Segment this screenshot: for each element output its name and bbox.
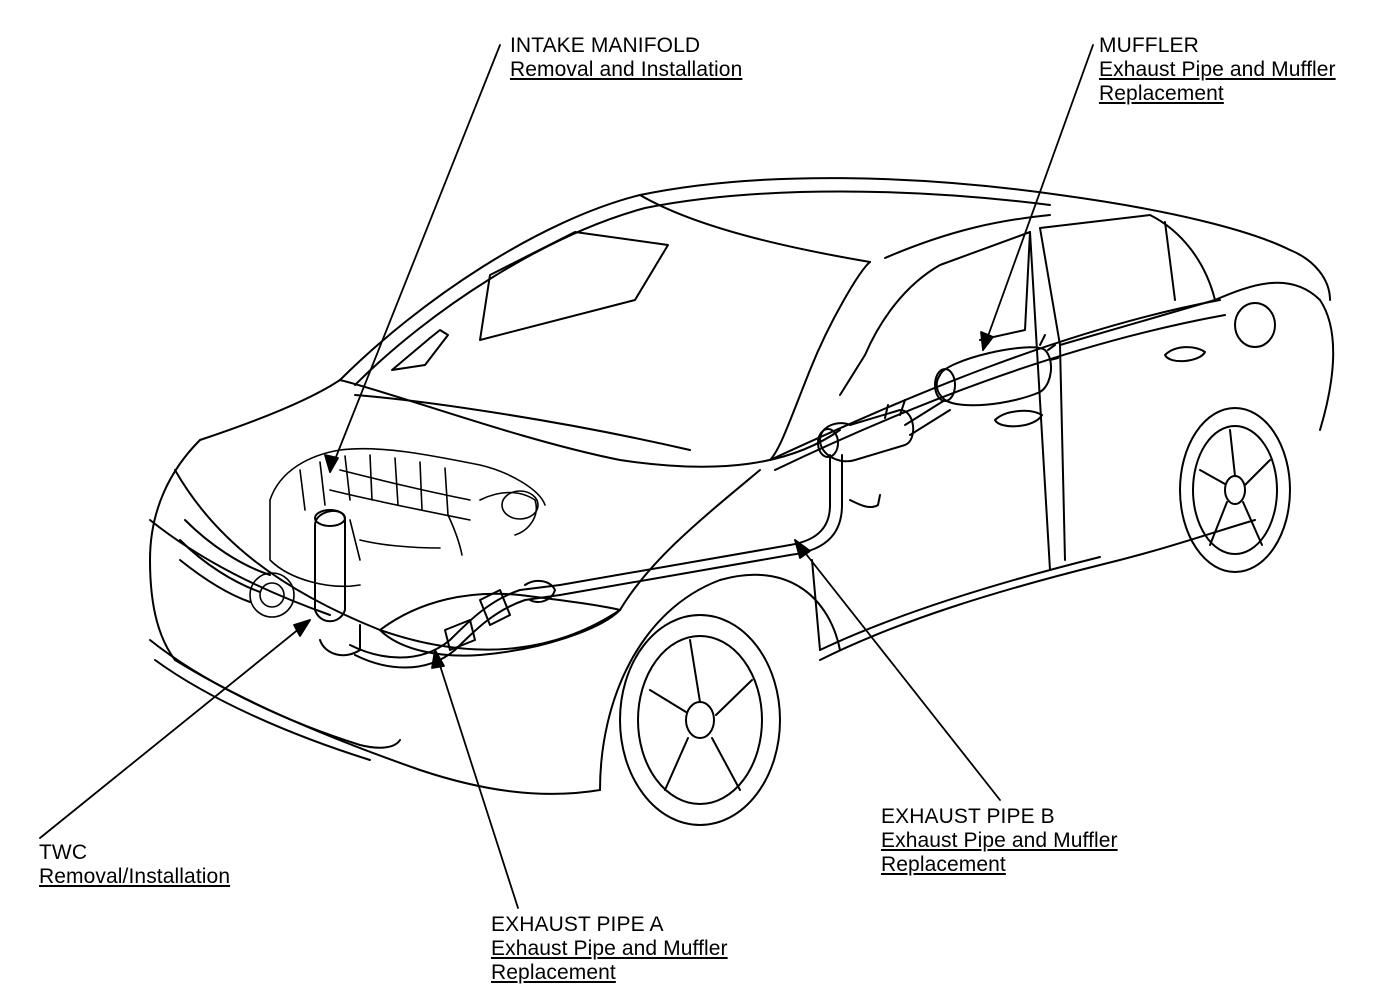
callout-title: EXHAUST PIPE B [881, 805, 1055, 828]
link-line: Exhaust Pipe and Muffler [881, 829, 1118, 852]
link-line: Removal and Installation [510, 58, 743, 81]
callout-title: EXHAUST PIPE A [491, 913, 664, 936]
leader-line-muffler [982, 44, 1094, 351]
arrowhead-exhaust-pipe-a [431, 649, 445, 669]
rear-wheel [1179, 407, 1291, 573]
callout-title: MUFFLER [1099, 34, 1199, 57]
leader-line-exhaust-pipe-b [794, 539, 1001, 801]
exhaust-pipe-b-replacement-link[interactable]: Exhaust Pipe and Muffler Replacement [881, 829, 1118, 877]
callout-twc: TWC Removal/Installation [39, 841, 230, 889]
arrowhead-exhaust-pipe-b [794, 539, 811, 559]
leader-lines [39, 44, 1094, 909]
twc-removal-installation-link[interactable]: Removal/Installation [39, 865, 230, 889]
link-line: Removal/Installation [39, 865, 231, 888]
link-line: Exhaust Pipe and Muffler [1099, 58, 1336, 81]
car-body [149, 177, 1335, 795]
link-line: Replacement [491, 961, 616, 984]
leader-line-twc [39, 619, 311, 839]
arrowhead-twc [293, 619, 311, 637]
leader-line-exhaust-pipe-a [434, 649, 519, 909]
leader-line-intake-manifold [329, 44, 501, 473]
removal-installation-link[interactable]: Removal and Installation [510, 58, 742, 82]
engine [249, 447, 546, 618]
link-line: Replacement [881, 853, 1006, 876]
link-line: Replacement [1099, 82, 1224, 105]
callout-intake-manifold: INTAKE MANIFOLD Removal and Installation [510, 34, 742, 82]
arrowhead-muffler [980, 331, 994, 351]
front-wheel [619, 614, 781, 826]
callout-exhaust-pipe-a: EXHAUST PIPE A Exhaust Pipe and Muffler … [491, 913, 728, 985]
link-line: Exhaust Pipe and Muffler [491, 937, 728, 960]
exhaust-pipe-muffler-replacement-link[interactable]: Exhaust Pipe and Muffler Replacement [1099, 58, 1336, 106]
callout-exhaust-pipe-b: EXHAUST PIPE B Exhaust Pipe and Muffler … [881, 805, 1118, 877]
exhaust-system [314, 334, 1059, 669]
callout-muffler: MUFFLER Exhaust Pipe and Muffler Replace… [1099, 34, 1336, 106]
exhaust-pipe-a-replacement-link[interactable]: Exhaust Pipe and Muffler Replacement [491, 937, 728, 985]
callout-title: INTAKE MANIFOLD [510, 34, 701, 57]
callout-title: TWC [39, 841, 88, 864]
arrowhead-intake-manifold [324, 454, 339, 473]
